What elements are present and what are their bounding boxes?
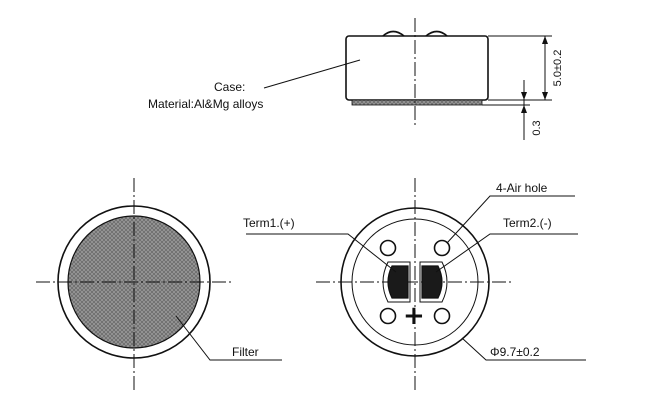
top-bump-right [425, 30, 448, 37]
filter-label: Filter [232, 345, 259, 359]
air-hole-leader-line [446, 195, 575, 244]
bottom-pin-strip [351, 99, 483, 106]
back-view: + 4-Air hole Term1.(+) Term2.(-) Φ9.7±0.… [243, 178, 586, 390]
air-hole-label: 4-Air hole [496, 181, 548, 195]
case-body [345, 35, 489, 101]
term1-label: Term1.(+) [243, 216, 295, 230]
side-view: 5.0±0.2 0.3 Case: Material:Al&Mg alloys [148, 18, 564, 140]
height-dimension-label: 5.0±0.2 [552, 50, 564, 87]
term2-label: Term2.(-) [503, 216, 552, 230]
term1-pad-frame [382, 261, 411, 303]
diameter-label: Φ9.7±0.2 [490, 345, 540, 359]
pin-dimension-label: 0.3 [531, 120, 543, 135]
case-label: Case: [214, 80, 245, 94]
diameter-leader-line [461, 337, 586, 361]
height-arrow-bottom [542, 92, 548, 100]
air-hole-top-left [379, 239, 397, 257]
plus-symbol: + [403, 301, 425, 331]
term1-pad [387, 265, 409, 299]
term2-pad [421, 265, 443, 299]
term2-leader-line [435, 233, 578, 273]
front-view: Filter [36, 178, 282, 390]
pin-arrow-top [521, 92, 527, 100]
height-arrow-top [542, 36, 548, 44]
term2-pad-frame [419, 261, 448, 303]
air-hole-bottom-left [379, 307, 397, 325]
material-label: Material:Al&Mg alloys [148, 97, 263, 111]
pin-arrow-bottom [521, 105, 527, 113]
term1-leader-line [246, 233, 397, 273]
air-hole-bottom-right [433, 307, 451, 325]
filter-leader-line [175, 315, 282, 361]
top-bump-left [382, 30, 405, 37]
air-hole-top-right [433, 239, 451, 257]
case-leader-line [263, 59, 361, 89]
